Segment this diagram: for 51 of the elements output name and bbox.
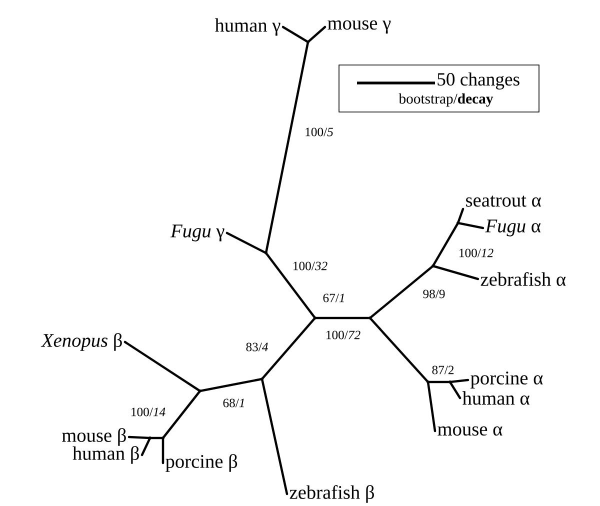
leaf-label: mouse α <box>438 426 502 436</box>
leaf-label: mouse γ <box>328 20 391 34</box>
leaf-label: human α <box>462 391 530 405</box>
leaf-label: porcine α <box>470 372 543 388</box>
tree-branch <box>432 264 480 280</box>
tree-branch <box>448 378 470 384</box>
leaf-label: human γ <box>214 18 280 36</box>
tree-branch <box>368 316 430 384</box>
bootstrap-label: 83/4 <box>245 342 269 352</box>
bootstrap-label: 100/12 <box>458 248 494 258</box>
tree-branch <box>124 340 202 392</box>
tree-branch <box>432 222 460 268</box>
tree-branch <box>456 208 464 224</box>
tree-branch <box>314 316 372 320</box>
bootstrap-label: 98/9 <box>422 289 446 299</box>
leaf-label: mouse β <box>62 428 126 446</box>
tree-branch <box>456 222 484 230</box>
tree-branch <box>448 380 462 400</box>
bootstrap-label: 87/2 <box>431 365 455 375</box>
bootstrap-label: 100/32 <box>292 261 328 271</box>
leaf-label: zebrafish β <box>290 485 374 503</box>
leaf-label: zebrafish α <box>480 272 566 286</box>
tree-branch <box>306 26 326 44</box>
tree-branch <box>368 264 434 320</box>
bootstrap-label: 68/1 <box>222 398 246 408</box>
tree-branch <box>282 26 310 44</box>
tree-branch <box>426 380 452 384</box>
leaf-label: human β <box>72 446 139 464</box>
leaf-label: Fugu γ <box>170 224 224 242</box>
legend-text: 50 changes <box>438 72 520 90</box>
bootstrap-label: 100/5 <box>304 127 334 137</box>
tree-branch <box>140 436 152 456</box>
tree-branch <box>426 380 436 432</box>
leaf-label: porcine β <box>166 454 238 472</box>
tree-branch <box>162 390 202 440</box>
tree-branch <box>162 436 164 464</box>
leaf-label: Fugu α <box>485 220 541 236</box>
tree-branch <box>260 378 288 496</box>
bootstrap-label: 67/1 <box>322 293 346 303</box>
leaf-label: seatrout α <box>466 196 541 207</box>
bootstrap-label: 100/72 <box>324 330 362 340</box>
tree-branch <box>264 252 316 320</box>
leaf-label: Xenopus β <box>40 333 122 351</box>
tree-branch <box>260 316 316 380</box>
tree-branch <box>264 40 310 254</box>
tree-branch <box>198 378 264 392</box>
tree-branch <box>226 232 268 254</box>
bootstrap-label: 100/14 <box>130 407 166 417</box>
tree-branch <box>128 436 152 440</box>
legend-note: bootstrap/decay <box>398 93 494 107</box>
tree-branch <box>148 436 164 440</box>
